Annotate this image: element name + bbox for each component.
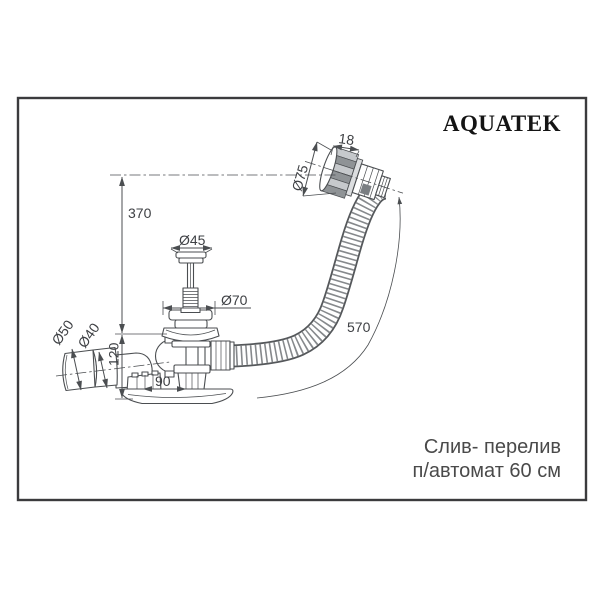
dimension-overflow-diameter: Ø75 (289, 141, 337, 197)
dimension-hose-length: 570 (256, 196, 403, 399)
siphon-cup (120, 388, 234, 405)
dimension-outlet-outer-label: Ø50 (48, 317, 76, 348)
caption-line-2: п/автомат 60 см (413, 460, 561, 482)
overflow-axis-centerline (304, 160, 404, 194)
overflow-cap (304, 146, 404, 201)
dimension-outlet-inner-label: Ø40 (74, 320, 102, 351)
ball-tab-bottom (164, 370, 175, 378)
dimension-flange-diameter: Ø70 (162, 292, 251, 315)
dimension-hose-length-label: 570 (347, 319, 371, 335)
dimension-370-label: 370 (128, 205, 152, 221)
dimension-overflow-diameter-label: Ø75 (289, 163, 312, 193)
caption-line-1: Слив- перелив (424, 436, 561, 458)
frame-border (16, 96, 588, 502)
hose-coupling-nut (204, 340, 235, 371)
drain-flange-stack (161, 309, 220, 348)
siphon-lower-nut (173, 364, 211, 390)
drawing (55, 146, 404, 405)
plug-cap (175, 251, 207, 264)
dimension-plug-diameter: Ø45 (170, 232, 213, 254)
brand-logo: AQUATEK (443, 111, 561, 136)
dimension-siphon-offset-label: 90 (155, 373, 171, 389)
dimension-plug-diameter-label: Ø45 (179, 232, 206, 248)
dimension-370: 370 (119, 176, 152, 334)
dimension-120-label: 120 (106, 342, 122, 366)
dimension-overflow-depth-label: 18 (338, 130, 356, 148)
plug-stem (186, 263, 195, 288)
dimension-120: 120 (106, 333, 167, 400)
dimension-overflow-depth: 18 (330, 130, 360, 158)
dimension-siphon-offset: 90 (142, 373, 187, 392)
dimension-flange-diameter-label: Ø70 (221, 292, 248, 308)
plug-spring (180, 287, 201, 314)
